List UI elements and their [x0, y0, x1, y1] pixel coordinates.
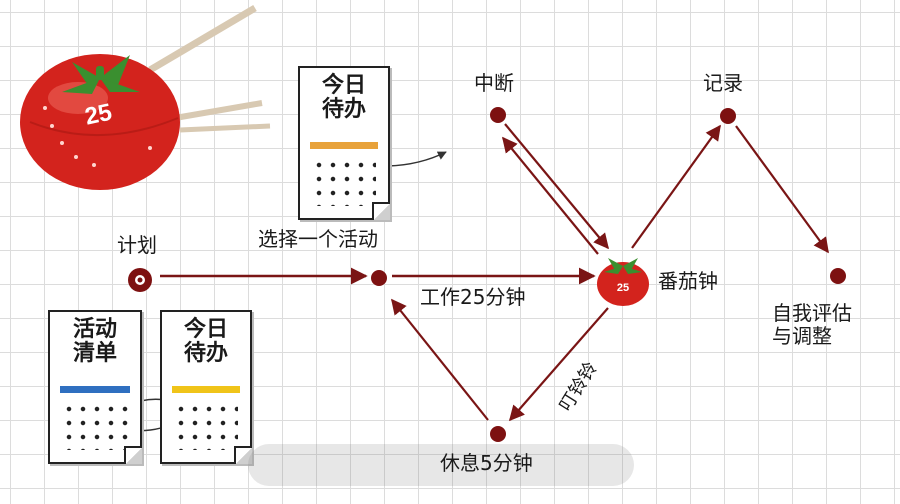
- pomodoro-node-icon: [597, 258, 649, 306]
- label-rest: 休息5分钟: [440, 451, 533, 475]
- activity-list-doc-title: 活动 清单: [72, 317, 117, 367]
- label-work: 工作25分钟: [420, 285, 526, 309]
- label-self-eval: 自我评估 与调整: [772, 301, 852, 348]
- node-rest: [490, 426, 506, 442]
- node-choose: [371, 270, 387, 286]
- todo-doc-top-bar: [310, 142, 378, 149]
- rest-pill-background: [248, 444, 634, 486]
- arrow-rest-to-choose: [391, 298, 489, 421]
- todo-doc-bottom-bar: [172, 386, 240, 393]
- todo-doc-bottom-title: 今日 待办: [183, 317, 228, 367]
- todo-doc-top: 今日 待办: [298, 66, 390, 220]
- doc-fold: [372, 202, 390, 220]
- activity-list-doc-bar: [60, 386, 130, 393]
- activity-list-doc-dots: [62, 402, 128, 450]
- node-interrupt: [490, 107, 506, 123]
- activity-list-doc: 活动 清单: [48, 310, 142, 464]
- tomato-timer-icon: [20, 4, 271, 190]
- node-self-eval: [830, 268, 846, 284]
- label-choose-activity: 选择一个活动: [258, 227, 378, 251]
- todo-doc-bottom: 今日 待办: [160, 310, 252, 464]
- doc-fold: [234, 446, 252, 464]
- arrow-todo-to-interrupt: [387, 151, 447, 167]
- arrow-pomodoro-to-rest: [508, 307, 609, 422]
- tomato-badge: 25: [83, 99, 115, 131]
- label-pomodoro: 番茄钟: [658, 269, 718, 293]
- pomodoro-badge: 25: [617, 282, 629, 294]
- todo-doc-bottom-dots: [174, 402, 238, 450]
- arrow-record-to-self-eval: [735, 125, 829, 254]
- arrow-pomodoro-to-record: [631, 124, 721, 249]
- label-interrupt: 中断: [474, 71, 514, 95]
- arrow-pomodoro-to-interrupt: [502, 136, 599, 255]
- label-record: 记录: [703, 71, 743, 95]
- node-record: [720, 108, 736, 124]
- label-plan: 计划: [117, 233, 157, 257]
- todo-doc-top-title: 今日 待办: [321, 73, 366, 123]
- doc-fold: [124, 446, 142, 464]
- todo-doc-top-dots: [312, 158, 376, 206]
- arrow-interrupt-to-pomodoro: [504, 123, 609, 250]
